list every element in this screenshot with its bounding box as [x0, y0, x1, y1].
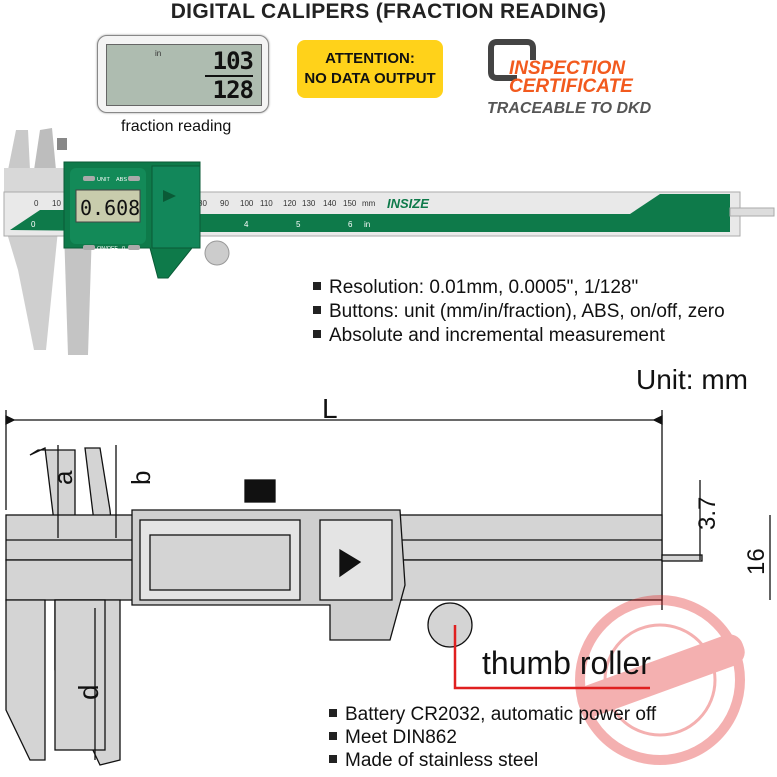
inspection-certificate-logo: INSPECTION CERTIFICATE TRACEABLE TO DKD — [487, 38, 677, 118]
in-tick-0: 0 — [31, 220, 36, 229]
feature-item: Absolute and incremental measurement — [313, 324, 725, 348]
page-title: DIGITAL CALIPERS (FRACTION READING) — [170, 0, 607, 23]
unit-button-label: UNIT — [97, 177, 110, 183]
thumb-roller-callout: thumb roller — [482, 645, 651, 681]
mm-unit: mm — [362, 199, 376, 208]
mm-tick-150: 150 — [343, 199, 357, 208]
lcd-denominator: 128 — [212, 76, 254, 104]
play-triangle-icon — [339, 548, 362, 578]
lcd-numerator: 103 — [212, 47, 254, 75]
play-triangle-icon — [163, 190, 176, 202]
mm-tick-120: 120 — [283, 199, 297, 208]
callout-line — [453, 625, 650, 690]
thumb-roller-drawing — [427, 602, 473, 648]
certificate-frame-icon — [488, 39, 536, 81]
cert-line3: TRACEABLE TO DKD — [487, 100, 652, 117]
cert-line1: INSPECTION — [509, 58, 626, 79]
features-bottom: Battery CR2032, automatic power off Meet… — [329, 703, 656, 772]
attention-line1: ATTENTION: — [325, 50, 415, 67]
onoff-button-label: ON/OFF — [97, 246, 118, 252]
in-tick-4: 4 — [244, 220, 249, 229]
caliper-drawing: L a b d 3.7 16 — [5, 393, 771, 766]
dim-3-7: 3.7 — [694, 497, 721, 530]
onoff-button[interactable] — [83, 245, 95, 250]
thumb-roller-photo — [204, 240, 230, 266]
lcd-screen: in 103 128 — [106, 44, 262, 106]
attention-line2: NO DATA OUTPUT — [304, 70, 436, 87]
in-tick-5: 5 — [296, 220, 301, 229]
dim-L: L — [322, 393, 338, 424]
lock-screw-icon — [57, 138, 67, 150]
feature-item: Made of stainless steel — [329, 749, 656, 772]
mm-tick-80: 80 — [198, 199, 207, 208]
fraction-lcd-inset: in 103 128 — [97, 35, 269, 113]
abs-button-label: ABS — [116, 177, 127, 183]
features-top: Resolution: 0.01mm, 0.0005", 1/128" Butt… — [313, 276, 725, 348]
mm-tick-10: 10 — [52, 199, 61, 208]
feature-item: Battery CR2032, automatic power off — [329, 703, 656, 726]
abs-button[interactable] — [128, 176, 140, 181]
in-unit: in — [364, 220, 370, 229]
watermark-stamp — [575, 595, 745, 765]
lcd-unit: in — [155, 49, 162, 58]
upper-jaw-sliding — [34, 128, 56, 170]
unit-note: Unit: mm — [636, 364, 748, 395]
upper-jaw-fixed — [8, 130, 30, 170]
unit-button[interactable] — [83, 176, 95, 181]
mm-tick-90: 90 — [220, 199, 229, 208]
insize-logo: INSIZE — [387, 196, 429, 211]
caliper-display-value: 0.608 — [80, 196, 140, 220]
zero-button-label: 0 — [122, 246, 125, 252]
caliper-photo: 0 10 80 90 100 110 120 130 140 150 mm 0 … — [3, 128, 775, 355]
lower-jaw-fixed — [6, 230, 58, 350]
lower-jaw-sliding — [64, 230, 92, 355]
dim-16: 16 — [743, 548, 770, 575]
feature-item: Meet DIN862 — [329, 726, 656, 749]
mm-tick-110: 110 — [260, 199, 273, 208]
cert-line2: CERTIFICATE — [509, 76, 633, 97]
dim-b: b — [126, 471, 156, 485]
attention-badge: ATTENTION: NO DATA OUTPUT — [297, 40, 443, 98]
feature-item: Buttons: unit (mm/in/fraction), ABS, on/… — [313, 300, 725, 324]
mm-tick-140: 140 — [323, 199, 337, 208]
fraction-reading-caption: fraction reading — [121, 118, 232, 135]
fraction-bar — [205, 75, 253, 77]
mm-tick-100: 100 — [240, 199, 254, 208]
dim-d: d — [73, 684, 104, 700]
dim-a: a — [48, 470, 78, 485]
feature-item: Resolution: 0.01mm, 0.0005", 1/128" — [313, 276, 725, 300]
mm-tick-130: 130 — [302, 199, 316, 208]
mm-tick-0: 0 — [34, 199, 39, 208]
in-tick-6: 6 — [348, 220, 353, 229]
zero-button[interactable] — [128, 245, 140, 250]
